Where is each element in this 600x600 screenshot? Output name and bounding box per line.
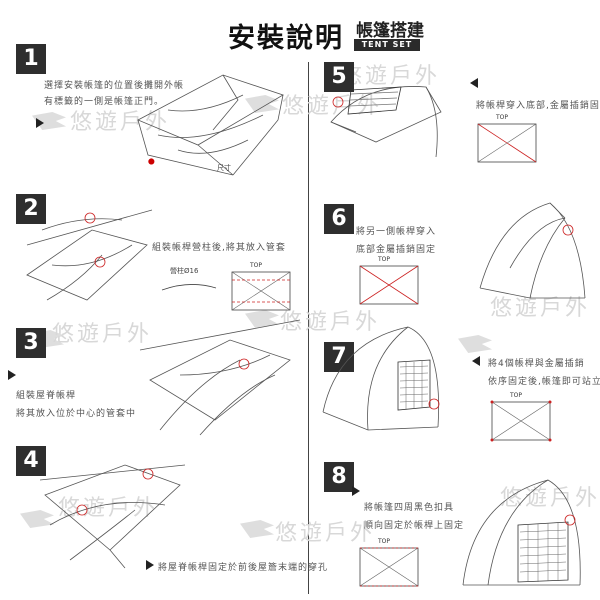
step-1-illustration [137, 74, 284, 176]
step-3-text-line-2: 將其放入位於中心的管套中 [16, 409, 137, 419]
page-subtitle: 帳篷搭建 [356, 21, 424, 41]
step-8-top-diagram: TOP [359, 538, 419, 587]
step-1-arrow [36, 118, 44, 128]
step-6-top-label: TOP [377, 256, 390, 263]
step-4-badge: 4 [16, 446, 46, 476]
step-7-text-line-2: 依序固定後,帳篷即可站立 [488, 377, 600, 387]
watermark-logo [20, 510, 54, 528]
page-subtitle-en: TENT SET UP [354, 39, 420, 61]
watermark-text: 悠遊戶外 [58, 496, 159, 521]
step-6-badge: 6 [324, 204, 354, 234]
watermark-text: 悠遊戶外 [275, 521, 376, 546]
step-8-illustration [462, 479, 581, 586]
step-7-top-label: TOP [509, 392, 522, 399]
step-2-text-line-1: 組裝帳桿營柱後,將其放入管套 [152, 243, 286, 253]
step-7-text-line-1: 將4個帳桿與金屬插銷 [488, 359, 585, 369]
watermark-text: 悠遊戶外 [52, 322, 153, 347]
step-2-badge: 2 [16, 194, 46, 224]
step-6-text-line-2: 底部金屬插銷固定 [356, 245, 437, 255]
watermark-logo [458, 335, 492, 353]
step-1-text-line-2: 有標籤的一側是帳篷正門。 [44, 97, 165, 107]
watermark-logo [245, 95, 279, 113]
step-3-badge: 3 [16, 328, 46, 358]
page-title: 安裝說明 [228, 23, 344, 54]
step-4-text-line-1: 將屋脊帳桿固定於前後屋簷末端的穿孔 [158, 563, 329, 573]
step-8-badge: 8 [324, 462, 354, 492]
step-8-arrow [352, 486, 360, 496]
step-7-badge: 7 [324, 342, 354, 372]
step-7-top-diagram: TOP [490, 392, 552, 442]
watermark-logo [245, 310, 279, 328]
step-5-arrow [470, 78, 478, 88]
step-5-badge: 5 [324, 62, 354, 92]
step-5-top-diagram: TOP [477, 114, 537, 163]
step-6-text-line-1: 將另一側帳桿穿入 [356, 227, 437, 237]
step-8-text-line-1: 將帳篷四周黑色扣具 [364, 503, 455, 513]
step-6-illustration [479, 202, 586, 299]
watermark-text: 悠遊戶外 [340, 64, 441, 89]
watermark-text: 悠遊戶外 [70, 110, 171, 135]
step-1-text-line-1: 選擇安裝帳篷的位置後攤開外帳 [44, 81, 185, 91]
step-7-arrow [472, 356, 480, 366]
step-5-illustration [330, 86, 442, 158]
watermark-text: 悠遊戶外 [282, 94, 383, 119]
watermark-logo [240, 520, 274, 538]
step-8-top-label: TOP [377, 538, 390, 545]
step-4-arrow [146, 560, 154, 570]
step-8-text-line-2: 順向固定於帳桿上固定 [364, 521, 465, 531]
step-2-pole-label: 營柱Ø16 [170, 267, 199, 275]
step-3-illustration [139, 319, 301, 436]
watermark-text: 悠遊戶外 [490, 296, 591, 321]
watermark-text: 悠遊戶外 [280, 310, 381, 335]
step-3-arrow [8, 370, 16, 380]
step-7-illustration [322, 326, 440, 431]
step-5-top-label: TOP [495, 114, 508, 121]
header: 安裝說明 帳篷搭建 TENT SET UP [0, 12, 600, 61]
step-1-badge: 1 [16, 44, 46, 74]
step-5-text-line-1: 將帳桿穿入底部,金屬插銷固定 [476, 101, 600, 111]
step-2-top-diagram: TOP [231, 262, 291, 311]
column-divider [308, 62, 309, 594]
step-3-text-line-1: 組裝屋脊帳桿 [16, 391, 77, 401]
step-6-top-diagram: TOP [359, 256, 419, 305]
step-2-top-label: TOP [249, 262, 262, 269]
step-1-tag-marker: ⬤ [148, 158, 155, 165]
step-2-pole-drawing [161, 284, 217, 291]
step-1-size-label: 尺寸 [217, 164, 231, 172]
watermark-text: 悠遊戶外 [500, 486, 600, 511]
step-2-illustration [26, 209, 153, 301]
step-4-illustration [39, 464, 186, 569]
